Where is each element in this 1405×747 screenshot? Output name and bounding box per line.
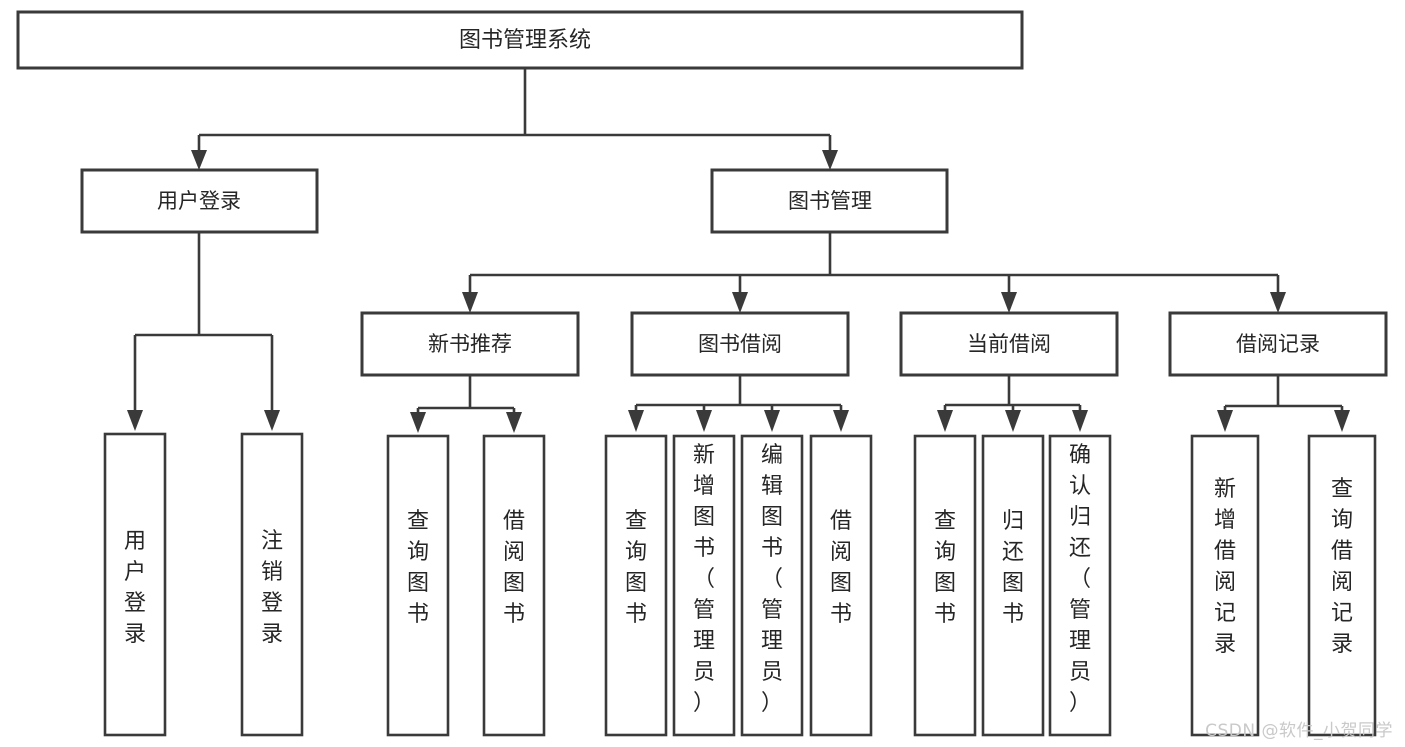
leaf-label: 查询图书: [934, 509, 956, 627]
node-root-label: 图书管理系统: [459, 28, 591, 53]
arrowhead-book-mgmt: [822, 150, 838, 170]
node-book-borrow[interactable]: 图书借阅: [630, 311, 850, 377]
arrowhead-record-leaf1: [1217, 410, 1233, 432]
arrowhead-borrow-leaf4: [833, 410, 849, 432]
node-book-management-label: 图书管理: [788, 189, 872, 213]
node-new-book-recommend[interactable]: 新书推荐: [360, 311, 580, 377]
node-user-login[interactable]: 用户登录: [80, 168, 319, 234]
leaf-node-current-query-book[interactable]: 查询图书: [913, 434, 977, 737]
leaf-label: 借阅图书: [503, 509, 525, 627]
node-current-borrow[interactable]: 当前借阅: [899, 311, 1119, 377]
node-user-login-label: 用户登录: [157, 189, 241, 213]
arrowhead-new-book-recommend: [462, 292, 478, 313]
leaf-node-recommend-query-book[interactable]: 查询图书: [386, 434, 450, 737]
arrowhead-borrow-record: [1270, 292, 1286, 313]
arrowhead-record-leaf2: [1334, 410, 1350, 432]
leaf-label: 确认归还（管理员）: [1069, 443, 1091, 716]
leaf-box[interactable]: [1048, 434, 1112, 737]
leaf-node-record-add-record[interactable]: 新增借阅记录: [1190, 434, 1260, 737]
leaf-label: 查询借阅记录: [1331, 477, 1353, 657]
arrowhead-recommend-leaf1: [410, 412, 426, 433]
leaf-box[interactable]: [482, 434, 546, 737]
arrowhead-current-borrow: [1001, 292, 1017, 313]
node-user-login-box[interactable]: [80, 168, 319, 234]
node-current-borrow-label: 当前借阅: [967, 332, 1051, 356]
leaf-node-borrow-add-book-admin[interactable]: 新增图书（管理员）: [672, 434, 736, 737]
leaf-node-current-confirm-return-admin[interactable]: 确认归还（管理员）: [1048, 434, 1112, 737]
node-new-book-recommend-box[interactable]: [360, 311, 580, 377]
leaf-node-recommend-borrow-book[interactable]: 借阅图书: [482, 434, 546, 737]
leaf-node-current-return-book[interactable]: 归还图书: [981, 434, 1045, 737]
arrowhead-current-leaf1: [937, 410, 953, 432]
leaf-box[interactable]: [240, 432, 304, 737]
node-borrow-record[interactable]: 借阅记录: [1168, 311, 1388, 377]
leaf-label: 新增图书（管理员）: [693, 443, 715, 716]
arrowhead-book-borrow: [732, 292, 748, 313]
leaf-label: 新增借阅记录: [1214, 477, 1236, 657]
arrowhead-recommend-leaf2: [506, 412, 522, 433]
node-book-borrow-label: 图书借阅: [698, 332, 782, 356]
node-current-borrow-box[interactable]: [899, 311, 1119, 377]
node-borrow-record-box[interactable]: [1168, 311, 1388, 377]
node-root-system[interactable]: 图书管理系统: [16, 10, 1024, 70]
connector-layer: [127, 68, 1350, 433]
node-book-management-box[interactable]: [710, 168, 949, 234]
leaf-box[interactable]: [981, 434, 1045, 737]
leaf-box[interactable]: [1190, 434, 1260, 737]
leaf-label: 注销登录: [261, 529, 283, 647]
leaf-box[interactable]: [386, 434, 450, 737]
arrowhead-leaf-user-login: [127, 410, 143, 431]
leaf-box[interactable]: [1307, 434, 1377, 737]
arrowhead-borrow-leaf2: [696, 410, 712, 432]
node-root-box[interactable]: [16, 10, 1024, 70]
arrowhead-current-leaf3: [1072, 410, 1088, 432]
leaf-node-record-query-record[interactable]: 查询借阅记录: [1307, 434, 1377, 737]
leaf-node-user-login-login[interactable]: 用户登录: [103, 432, 167, 737]
leaf-label: 借阅图书: [830, 509, 852, 627]
leaf-label: 查询图书: [407, 509, 429, 627]
leaf-label: 用户登录: [124, 529, 146, 647]
arrowhead-borrow-leaf3: [764, 410, 780, 432]
leaf-box[interactable]: [913, 434, 977, 737]
node-book-management[interactable]: 图书管理: [710, 168, 949, 234]
leaf-label: 编辑图书（管理员）: [761, 443, 783, 716]
leaf-label: 查询图书: [625, 509, 647, 627]
arrowhead-user-login: [191, 150, 207, 170]
leaf-box[interactable]: [103, 432, 167, 737]
node-borrow-record-label: 借阅记录: [1236, 332, 1320, 356]
arrowhead-leaf-logout: [264, 410, 280, 431]
leaf-node-borrow-query-book[interactable]: 查询图书: [604, 434, 668, 737]
arrowhead-borrow-leaf1: [628, 410, 644, 432]
node-new-book-recommend-label: 新书推荐: [428, 332, 512, 356]
leaf-node-borrow-edit-book-admin[interactable]: 编辑图书（管理员）: [740, 434, 804, 737]
leaf-box[interactable]: [672, 434, 736, 737]
leaf-box[interactable]: [740, 434, 804, 737]
leaf-box[interactable]: [604, 434, 668, 737]
arrowhead-current-leaf2: [1005, 410, 1021, 432]
leaf-node-borrow-borrow-book[interactable]: 借阅图书: [809, 434, 873, 737]
leaf-label: 归还图书: [1002, 509, 1024, 627]
leaf-box[interactable]: [809, 434, 873, 737]
node-book-borrow-box[interactable]: [630, 311, 850, 377]
leaf-node-user-login-logout[interactable]: 注销登录: [240, 432, 304, 737]
